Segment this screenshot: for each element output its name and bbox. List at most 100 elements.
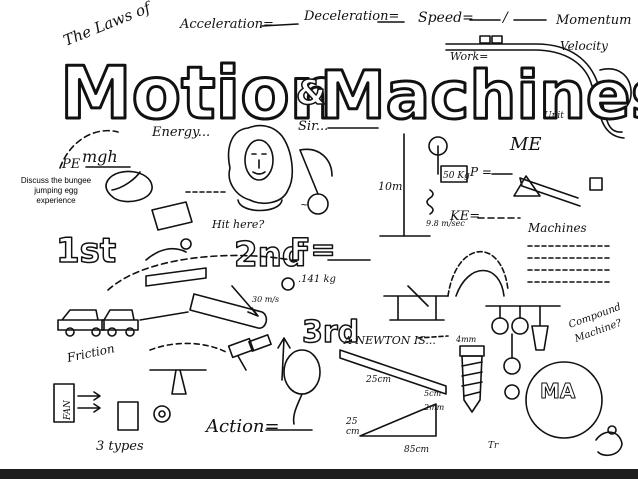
pulley-system [485, 305, 561, 400]
mass-label: .141 kg [298, 274, 336, 285]
bungee-note-line-2: jumping egg [34, 186, 78, 195]
catapult-frame [383, 295, 449, 321]
mouse-body [595, 431, 623, 457]
lever-board [519, 177, 581, 207]
arc-dashed [447, 250, 509, 297]
f-eq-label: F= [290, 233, 336, 268]
title-pre: The Laws of [61, 0, 155, 50]
acceleration-label: Acceleration= [179, 17, 274, 32]
title-machines: Machines [320, 57, 638, 134]
newton-is-label: A NEWTON IS... [343, 334, 436, 347]
p-eq-label: P = [469, 165, 492, 179]
energy-label: Energy... [151, 125, 210, 140]
first-law: 1st [56, 231, 116, 271]
title-main: Motion & Machines [59, 50, 638, 137]
deceleration-label: Deceleration= [303, 9, 399, 24]
catapult-arm [407, 285, 429, 307]
weight-box [440, 165, 468, 183]
acceleration-line [261, 23, 299, 27]
balloon [283, 349, 321, 395]
len-5cm: 5cm [424, 389, 442, 398]
len-2mm: 2mm [423, 403, 445, 412]
box-block [151, 201, 193, 231]
hit-here-label: Hit here? [211, 218, 264, 231]
lever-fulcrum [513, 175, 541, 197]
screw-shaft [461, 355, 483, 413]
balloon-string [292, 393, 303, 425]
len-cm: cm [346, 427, 360, 437]
machines-label: Machines [527, 221, 587, 235]
ten-m-label: 10m [378, 180, 402, 193]
arc-solid [455, 269, 505, 297]
newton-is-line [417, 335, 449, 339]
second-law: 2nd [234, 235, 306, 275]
big-ball [525, 361, 603, 439]
baseball [281, 277, 295, 291]
newton-portrait [227, 124, 294, 212]
balloon-arrow [277, 337, 291, 381]
ramp-plank [145, 267, 207, 287]
trajectory-dashed [107, 254, 301, 291]
unit-label: Unit [544, 111, 564, 121]
wheel-1-hub [158, 410, 166, 418]
bungee-note-line-3: experience [36, 196, 76, 205]
roller-coaster [445, 35, 632, 139]
friction-label: Friction [65, 341, 116, 365]
incline-plank [339, 349, 447, 395]
ma-label: MA [540, 379, 576, 403]
speed-slash: / [501, 10, 509, 26]
speed-val-label: 30 m/s [252, 295, 279, 304]
small-mark: Tr [488, 441, 499, 451]
g-label: 9.8 m/sec [426, 219, 465, 228]
len-25cm: 25cm [365, 375, 391, 385]
swing-string [299, 149, 319, 195]
egg-shape [105, 170, 153, 203]
baseball-bat [189, 293, 268, 329]
momentum-label: Momentum [555, 13, 631, 28]
screw-head [459, 345, 485, 357]
bungee-note-line-1: Discuss the bungee [20, 176, 92, 185]
friction-stand [171, 369, 187, 395]
len-85cm: 85cm [404, 445, 429, 455]
speed-label: Speed= [418, 10, 474, 26]
mouse-ear [607, 425, 617, 435]
len-4mm: 4mm [455, 335, 477, 344]
pe-label: PE [61, 157, 81, 172]
sir-label: Sir... [298, 119, 328, 134]
third-law: 3rd [302, 315, 359, 350]
fan-box [53, 383, 75, 423]
title-amp: & [296, 73, 326, 113]
me-label: ME [509, 134, 542, 155]
small-ball-1 [180, 238, 192, 250]
spring-coil [426, 189, 434, 215]
friction-arc [149, 342, 227, 353]
trajectory-line [139, 311, 189, 321]
fan-arrows [77, 391, 101, 413]
swing-small-label: ~ [300, 200, 308, 211]
swing-arc [299, 148, 333, 177]
work-label: Work= [450, 50, 488, 63]
title-motion: Motion [60, 51, 341, 135]
fan-label: FAN [63, 399, 73, 421]
bungee-note: Discuss the bungee jumping egg experienc… [14, 176, 98, 206]
mgh-label: mgh [82, 147, 118, 166]
fifty-kg-label: 50 Kg [443, 171, 470, 181]
swing-ball [307, 193, 329, 215]
block-box [117, 401, 139, 431]
bottom-bar [0, 469, 638, 479]
three-types-label: 3 types [96, 439, 144, 454]
small-can [589, 177, 603, 191]
egg-line [111, 171, 141, 191]
toy-cars [57, 309, 139, 337]
action-label: Action= [204, 416, 280, 437]
wedge-triangle [359, 403, 437, 437]
len-25: 25 [345, 417, 358, 427]
ke-label: KE= [449, 209, 480, 224]
ramp-arc [145, 247, 187, 261]
satellite [227, 334, 272, 371]
wheel-1 [153, 405, 171, 423]
pe-arc [59, 129, 119, 169]
screw-threads [461, 361, 483, 397]
